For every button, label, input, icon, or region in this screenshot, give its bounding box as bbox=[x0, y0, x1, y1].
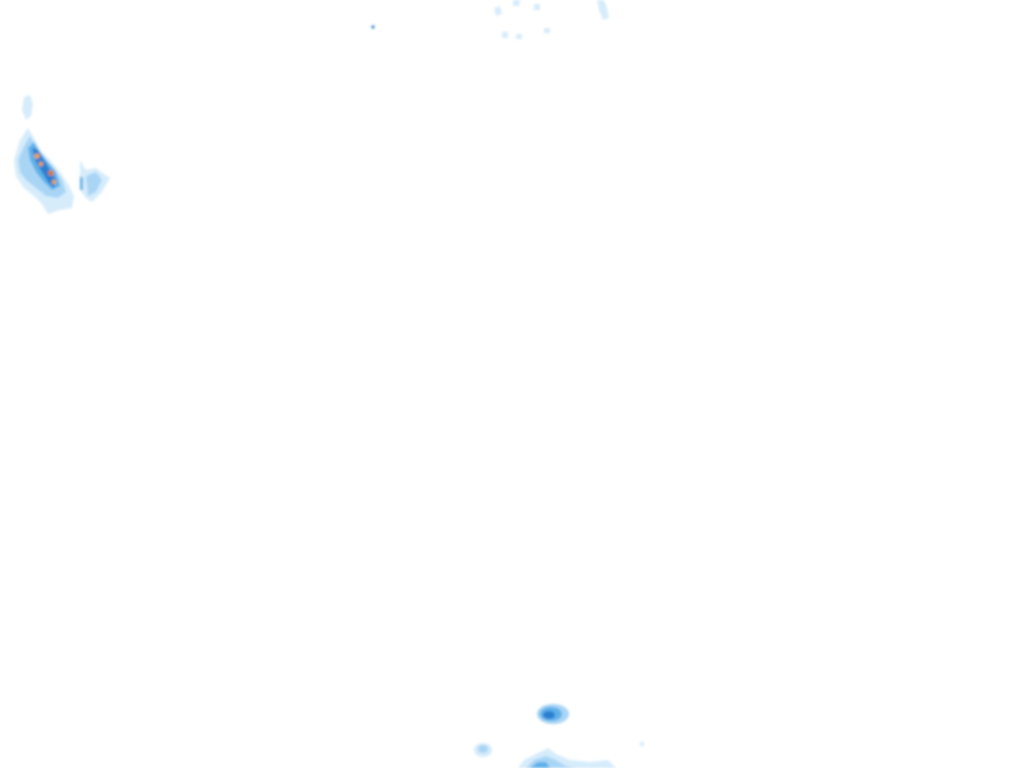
echo-south-cell bbox=[474, 704, 569, 757]
echo-south-bottom-band bbox=[518, 742, 644, 768]
echo-northwest-band bbox=[14, 95, 110, 214]
echo-north-top-center bbox=[371, 0, 609, 39]
